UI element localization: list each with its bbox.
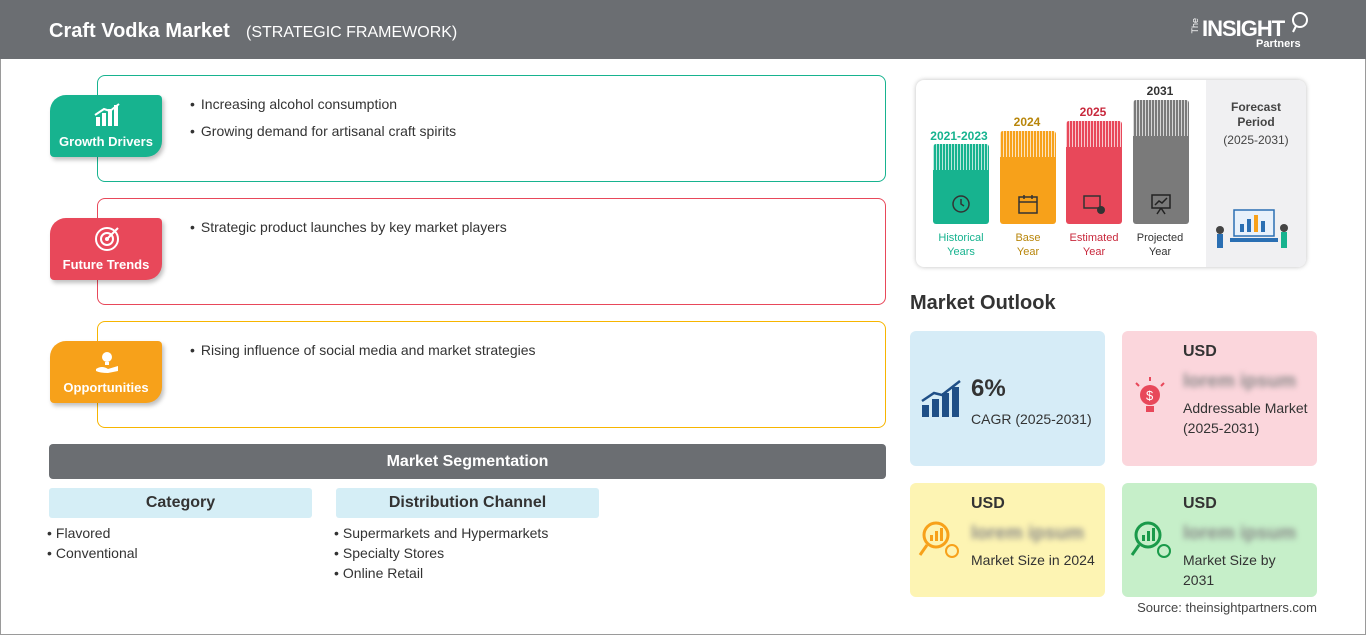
- category-header: Category: [49, 488, 312, 518]
- source-credit: Source: theinsightpartners.com: [1137, 600, 1317, 615]
- distribution-channel-list: Supermarkets and Hypermarkets Specialty …: [334, 525, 548, 585]
- size-2031-value: lorem ipsum: [1183, 523, 1296, 544]
- size-2024-value: lorem ipsum: [971, 523, 1084, 544]
- dollar-bulb-icon: $: [1135, 377, 1165, 412]
- calendar-icon: [1018, 195, 1038, 214]
- projection-board-icon: [1151, 194, 1171, 215]
- base-year: 2024: [1013, 115, 1041, 129]
- size-2024-label: Market Size in 2024: [971, 552, 1095, 568]
- addressable-value: lorem ipsum: [1183, 371, 1296, 392]
- future-trends-card: Strategic product launches by key market…: [97, 198, 886, 305]
- logo-lightbulb-icon: [1292, 12, 1308, 33]
- logo-insight: INSIGHT: [1202, 16, 1285, 41]
- list-item: Rising influence of social media and mar…: [190, 342, 536, 358]
- list-item: Supermarkets and Hypermarkets: [334, 525, 548, 541]
- list-item: Specialty Stores: [334, 545, 548, 561]
- magnifier-chart-icon: [918, 521, 959, 558]
- svg-text:$: $: [1146, 388, 1154, 403]
- base-bar: [1000, 131, 1056, 224]
- growth-drivers-card: Increasing alcohol consumption Growing d…: [97, 75, 886, 182]
- historical-bar: [933, 144, 989, 224]
- opportunities-card: Rising influence of social media and mar…: [97, 321, 886, 428]
- addressable-label: Addressable Market (2025-2031): [1183, 400, 1308, 436]
- distribution-channel-header: Distribution Channel: [336, 488, 599, 518]
- cagr-value: 6%: [971, 375, 1006, 402]
- future-trends-tag: Future Trends: [50, 218, 162, 280]
- market-size-2024-box: USD lorem ipsum Market Size in 2024: [910, 483, 1105, 597]
- growth-drivers-list: Increasing alcohol consumption Growing d…: [190, 96, 456, 150]
- projected-year: 2031: [1146, 84, 1174, 98]
- magnifier-growth-icon: [1130, 521, 1171, 558]
- market-segmentation-bar: Market Segmentation: [49, 444, 886, 479]
- estimate-chart-icon: [1083, 195, 1105, 214]
- list-item: Flavored: [47, 525, 138, 541]
- addressable-currency: USD: [1183, 343, 1217, 360]
- size-2024-currency: USD: [971, 495, 1005, 512]
- page-subtitle: (STRATEGIC FRAMEWORK): [246, 24, 458, 41]
- insight-partners-logo: The INSIGHT Partners: [1190, 10, 1310, 54]
- growth-drivers-tag: Growth Drivers: [50, 95, 162, 157]
- estimated-bar: [1066, 121, 1122, 224]
- cagr-label: CAGR (2025-2031): [971, 411, 1092, 427]
- history-clock-icon: [952, 195, 970, 213]
- size-2031-label: Market Size by 2031: [1183, 552, 1276, 588]
- projected-bar: [1133, 100, 1189, 224]
- opportunities-list: Rising influence of social media and mar…: [190, 342, 536, 369]
- forecast-period-title: Forecast Period: [1230, 100, 1282, 129]
- size-2031-currency: USD: [1183, 495, 1217, 512]
- growth-chart-icon: [94, 103, 120, 126]
- list-item: Strategic product launches by key market…: [190, 219, 507, 235]
- list-item: Increasing alcohol consumption: [190, 96, 456, 112]
- timeline-card: Forecast Period (2025-2031) 2021-2023 Hi…: [916, 80, 1306, 267]
- header-bar: Craft Vodka Market (STRATEGIC FRAMEWORK)…: [0, 0, 1366, 59]
- opportunities-label: Opportunities: [63, 380, 149, 395]
- market-outlook-title: Market Outlook: [910, 292, 1056, 314]
- market-size-2031-box: USD lorem ipsum Market Size by 2031: [1122, 483, 1317, 597]
- analyst-dashboard-icon: [1216, 209, 1288, 248]
- logo-the: The: [1190, 18, 1200, 34]
- growth-drivers-label: Growth Drivers: [59, 134, 153, 149]
- opportunities-tag: Opportunities: [50, 341, 162, 403]
- future-trends-list: Strategic product launches by key market…: [190, 219, 507, 246]
- logo-partners: Partners: [1256, 38, 1301, 50]
- hand-lightbulb-icon: [96, 352, 118, 373]
- estimated-year: 2025: [1079, 105, 1107, 119]
- cagr-box: 6% CAGR (2025-2031): [910, 331, 1105, 466]
- category-list: Flavored Conventional: [47, 525, 138, 565]
- forecast-period-range: (2025-2031): [1223, 133, 1289, 147]
- growth-bars-icon: [921, 380, 961, 417]
- addressable-market-box: $ USD lorem ipsum Addressable Market (20…: [1122, 331, 1317, 466]
- list-item: Conventional: [47, 545, 138, 561]
- historical-year: 2021-2023: [930, 129, 988, 143]
- list-item: Growing demand for artisanal craft spiri…: [190, 123, 456, 139]
- future-trends-label: Future Trends: [62, 257, 150, 272]
- target-icon: [95, 227, 119, 251]
- list-item: Online Retail: [334, 565, 548, 581]
- page-title: Craft Vodka Market: [49, 20, 230, 42]
